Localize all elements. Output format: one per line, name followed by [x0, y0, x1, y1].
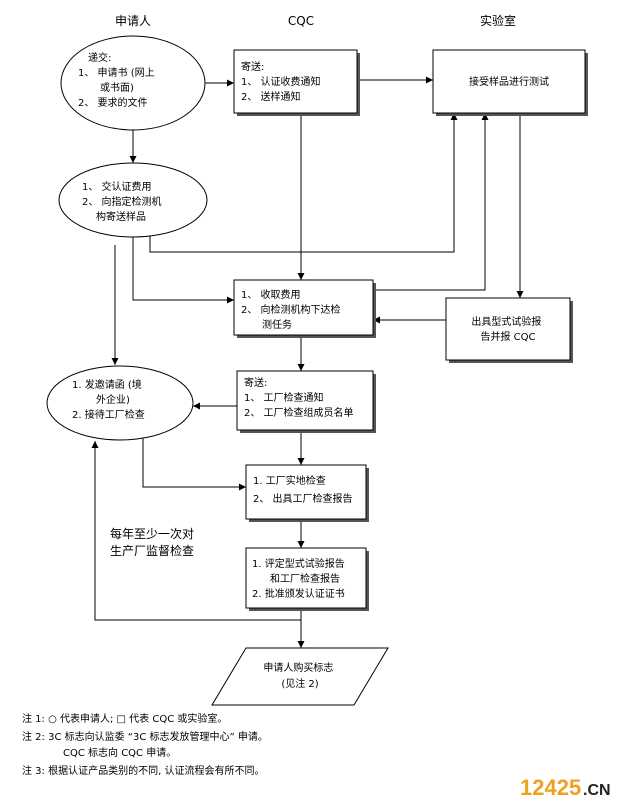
collect-label: 1、 收取费用 2、 向检测机构下达检 测任务 — [241, 288, 344, 331]
arrow-invite-to-inspect — [142, 438, 246, 491]
watermark-logo: 12425 .CN — [520, 775, 611, 800]
collect-box — [233, 279, 374, 336]
lab-test-label: 接受样品进行测试 — [469, 75, 549, 88]
annual-surveillance-label: 每年至少一次对 生产厂监督检查 — [110, 526, 198, 558]
evaluate-label: 1. 评定型式试验报告 和工厂检查报告 2. 批准颁发认证证书 — [252, 557, 348, 600]
lab-test-box — [432, 49, 586, 114]
header-lab: 实验室 — [480, 13, 516, 28]
connectors — [91, 76, 524, 648]
buy-mark-parallelogram — [211, 647, 389, 706]
notes: 注 1: ○ 代表申请人; □ 代表 CQC 或实验室。 注 2: 3C 标志向… — [22, 712, 268, 777]
pay-ellipse — [58, 162, 208, 238]
evaluate-box — [245, 547, 367, 609]
arrow-annual-surveillance — [91, 441, 301, 621]
arrow-pay-to-collect — [132, 236, 234, 304]
send-notice-label: 寄送: 1、 认证收费通知 2、 送样通知 — [241, 60, 324, 103]
invite-ellipse — [46, 365, 194, 441]
watermark-number: 12425 — [520, 775, 581, 800]
buy-mark-label: 申请人购买标志 (见注 2) — [263, 661, 336, 690]
note-2: 注 2: 3C 标志向认监委 “3C 标志发放管理中心” 申请。 — [22, 730, 268, 743]
arrow-pay-to-lab — [149, 113, 458, 253]
invite-label: 1. 发邀请函 (境 外企业) 2. 接待工厂检查 — [72, 378, 145, 421]
submit-ellipse — [60, 35, 206, 131]
note-2-cont: CQC 标志向 CQC 申请。 — [63, 746, 176, 759]
inspect-label: 1. 工厂实地检查 2、 出具工厂检查报告 — [253, 474, 353, 505]
header-applicant: 申请人 — [115, 14, 151, 28]
report-box — [445, 297, 571, 361]
send-notice-box — [233, 49, 358, 114]
arrow-collect-to-lab — [373, 113, 489, 291]
header-cqc: CQC — [288, 14, 314, 28]
watermark-suffix: .CN — [583, 782, 611, 799]
send-factory-box — [236, 370, 374, 431]
submit-label: 递交: 1、 申请书 (网上 或书面) 2、 要求的文件 — [78, 51, 158, 109]
note-1: 注 1: ○ 代表申请人; □ 代表 CQC 或实验室。 — [22, 712, 227, 725]
report-label: 出具型式试验报 告并报 CQC — [471, 315, 544, 343]
pay-label: 1、 交认证费用 2、 向指定检测机 构寄送样品 — [82, 180, 165, 223]
note-3: 注 3: 根据认证产品类别的不同, 认证流程会有所不同。 — [22, 764, 264, 777]
send-factory-label: 寄送: 1、 工厂检查通知 2、 工厂检查组成员名单 — [244, 376, 354, 419]
inspect-box — [245, 464, 367, 520]
